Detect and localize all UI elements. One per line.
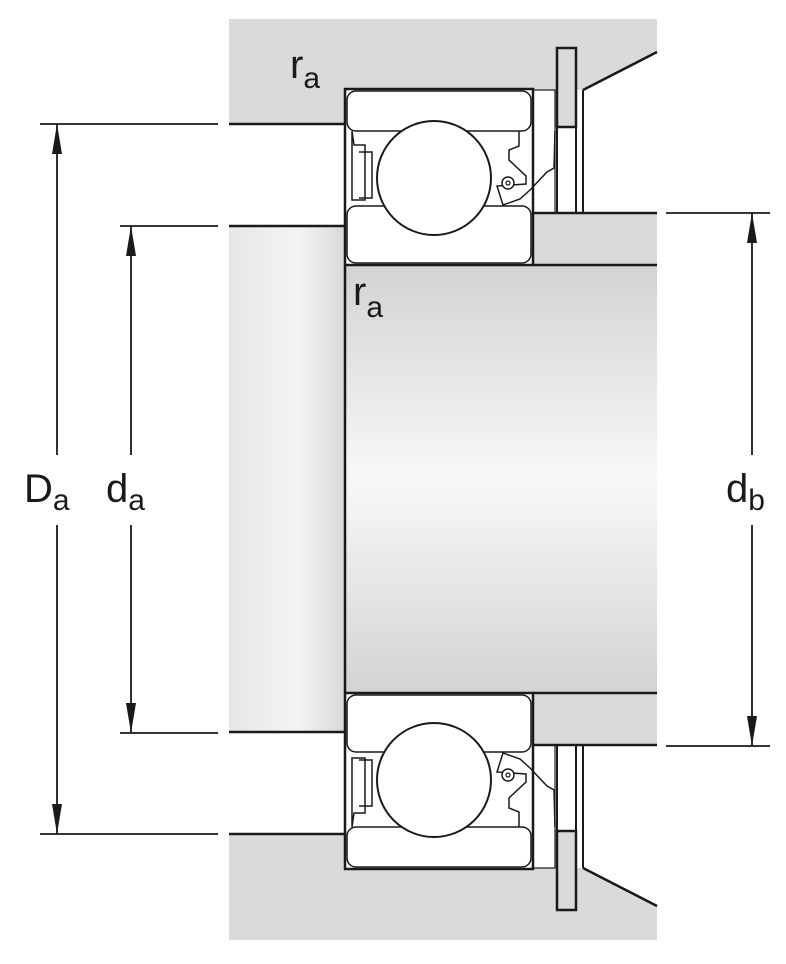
label-Da: Da: [24, 467, 70, 517]
label-ra-housing: ra: [290, 43, 320, 95]
label-ra-shaft: ra: [353, 270, 383, 324]
label-db: db: [726, 467, 765, 517]
dimension-lines: [40, 123, 770, 835]
shaft: [345, 265, 657, 693]
shaft-left: [229, 226, 345, 733]
label-da: da: [106, 467, 145, 517]
